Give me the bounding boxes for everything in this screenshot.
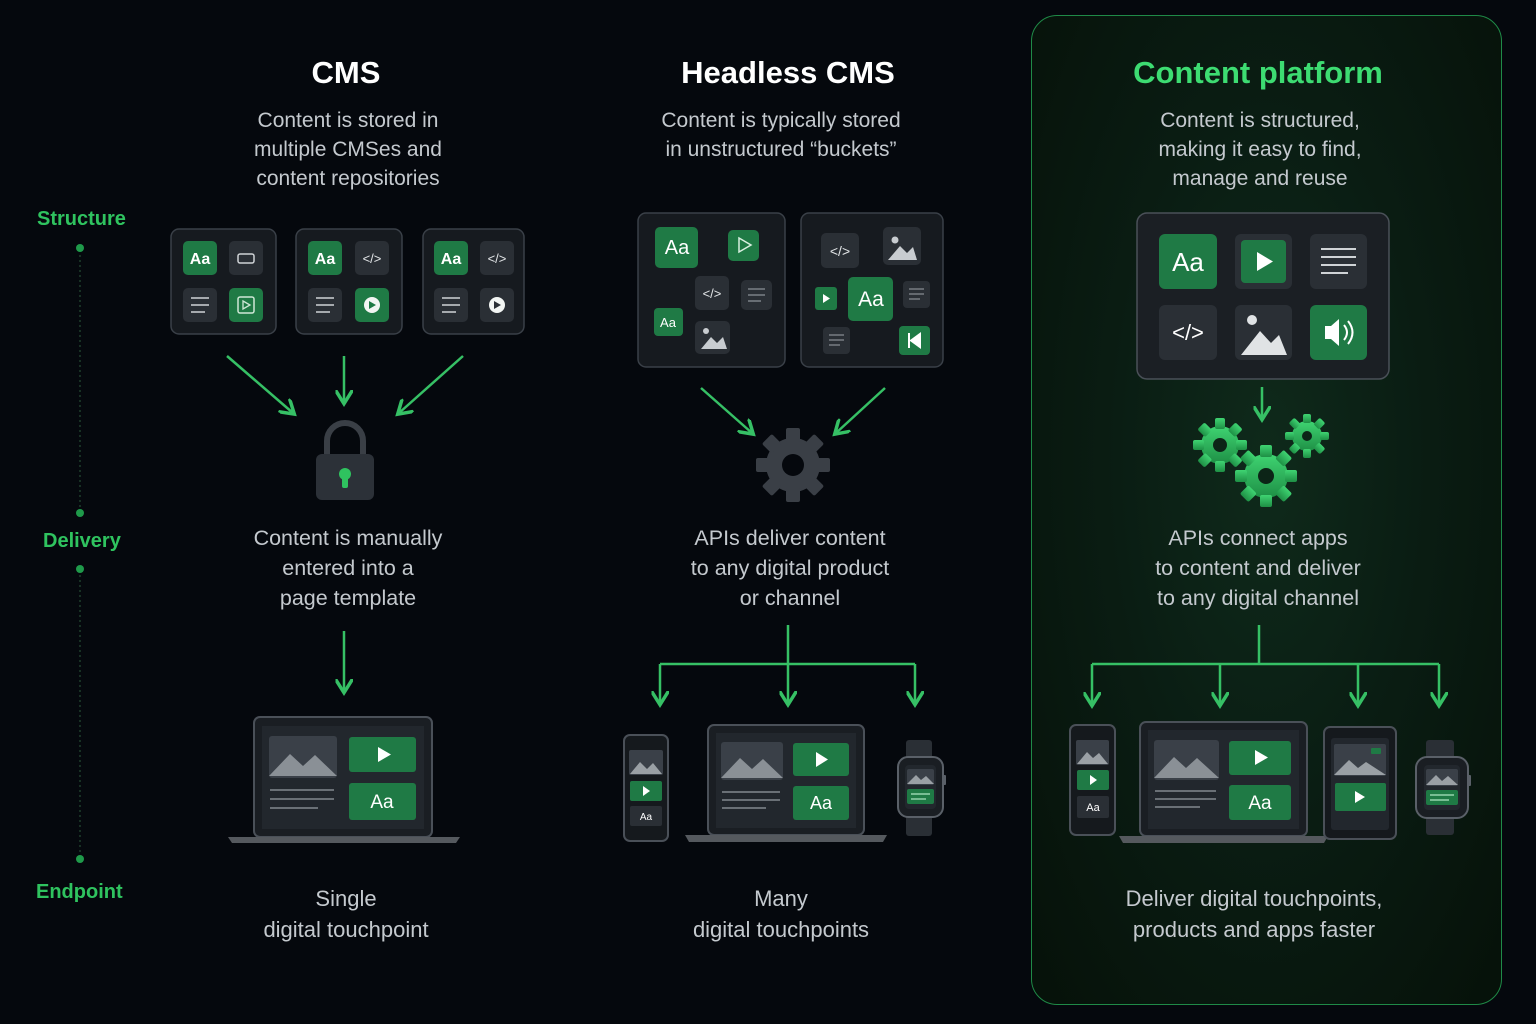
- headless-cms-title: Headless CMS: [681, 55, 895, 90]
- platform-branch-arrows: [1092, 625, 1439, 704]
- cms-repository-card-1: Aa: [170, 228, 277, 335]
- content-platform-title: Content platform: [1133, 55, 1383, 90]
- svg-text:Aa: Aa: [660, 315, 677, 330]
- headless-bucket-1: Aa </> Aa: [637, 212, 786, 368]
- lock-icon: [316, 420, 374, 500]
- svg-text:Aa: Aa: [1248, 793, 1272, 814]
- platform-watch-icon: [1415, 740, 1471, 835]
- tablet-icon: [1323, 726, 1397, 840]
- axis-label-delivery: Delivery: [43, 530, 121, 552]
- platform-laptop-icon: Aa: [1119, 721, 1328, 843]
- svg-text:</>: </>: [703, 286, 722, 301]
- content-platform-delivery-text: APIs connect apps to content and deliver…: [1155, 526, 1361, 610]
- gear-icon: [756, 428, 830, 502]
- text-icon: Aa: [315, 251, 336, 268]
- content-platform-hub: Aa </>: [1136, 212, 1390, 380]
- phone-icon: Aa: [623, 734, 669, 842]
- headless-arrows-to-gear: [700, 387, 886, 433]
- platform-phone-icon: Aa: [1069, 724, 1116, 836]
- document-icon: [316, 297, 334, 313]
- video-icon: [237, 296, 255, 314]
- document-icon: [442, 297, 460, 313]
- headless-cms-delivery-text: APIs deliver content to any digital prod…: [690, 526, 890, 610]
- headless-branch-arrows: [660, 625, 915, 703]
- link-icon: [237, 253, 255, 264]
- svg-text:Aa: Aa: [640, 812, 653, 823]
- axis-dot-delivery-top: [76, 509, 84, 517]
- svg-text:Aa: Aa: [370, 792, 394, 813]
- headless-cms-endpoint-text: Many digital touchpoints: [692, 886, 870, 942]
- svg-text:Aa: Aa: [858, 288, 884, 311]
- code-icon: </>: [488, 251, 507, 266]
- cms-endpoint-text: Single digital touchpoint: [263, 886, 429, 942]
- cms-title: CMS: [311, 55, 381, 90]
- headless-cms-description: Content is typically stored in unstructu…: [661, 109, 901, 161]
- svg-text:</>: </>: [830, 243, 850, 259]
- cms-repository-card-2: Aa </>: [295, 228, 403, 335]
- code-icon: </>: [363, 251, 382, 266]
- svg-text:Aa: Aa: [1172, 247, 1204, 277]
- document-icon: [191, 297, 209, 313]
- text-icon: Aa: [190, 251, 211, 268]
- cms-description: Content is stored in multiple CMSes and …: [254, 109, 442, 190]
- headless-laptop-icon: Aa: [685, 724, 887, 842]
- axis-dot-endpoint: [76, 855, 84, 863]
- headless-bucket-2: </> Aa: [800, 212, 944, 368]
- watch-icon: [897, 740, 946, 836]
- cms-laptop-icon: Aa: [228, 716, 460, 843]
- axis-label-structure: Structure: [37, 208, 126, 230]
- cms-arrows-to-lock: [226, 355, 464, 413]
- content-platform-description: Content is structured, making it easy to…: [1158, 109, 1362, 190]
- cms-repository-card-3: Aa </>: [422, 228, 525, 335]
- text-icon: Aa: [441, 251, 462, 268]
- axis-label-endpoint: Endpoint: [36, 881, 123, 903]
- cms-delivery-text: Content is manually entered into a page …: [253, 526, 443, 610]
- svg-text:Aa: Aa: [1086, 802, 1100, 814]
- axis-dot-structure: [76, 244, 84, 252]
- svg-text:</>: </>: [1172, 320, 1204, 345]
- gears-icon: [1193, 414, 1329, 507]
- svg-text:Aa: Aa: [665, 237, 690, 259]
- svg-text:Aa: Aa: [810, 793, 833, 813]
- axis-dot-delivery-bottom: [76, 565, 84, 573]
- content-platform-endpoint-text: Deliver digital touchpoints, products an…: [1125, 886, 1383, 942]
